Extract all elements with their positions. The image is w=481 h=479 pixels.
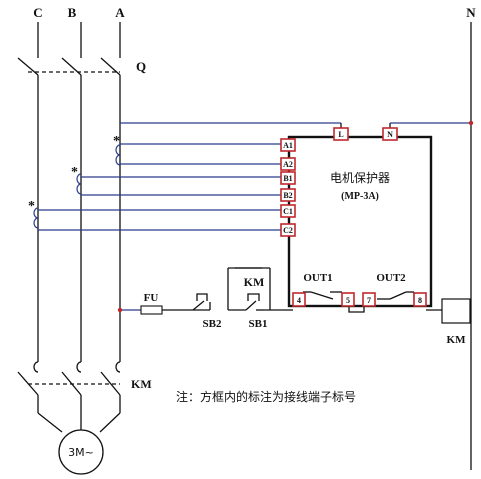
- terminal-c1-label: C1: [283, 207, 293, 216]
- motor: [58, 429, 104, 475]
- device-name: 电机保护器: [330, 171, 390, 185]
- ct-mark-a: *: [113, 134, 120, 149]
- stop-button-label: SB2: [203, 318, 222, 330]
- note-text: 注：方框内的标注为接线端子标号: [176, 389, 356, 404]
- terminal-n-label: N: [387, 130, 393, 139]
- terminal-l-label: L: [338, 130, 343, 139]
- terminal-c1: [280, 204, 296, 218]
- terminal-b1: [280, 171, 296, 185]
- terminal-a2: [280, 157, 296, 171]
- terminal-7: [362, 292, 376, 307]
- terminal-b2: [280, 188, 296, 202]
- terminal-c2-label: C2: [283, 226, 293, 235]
- terminal-4: [292, 292, 306, 307]
- terminal-7-label: 7: [367, 296, 371, 305]
- coil-label: KM: [447, 334, 467, 346]
- start-button-label: SB1: [249, 318, 268, 330]
- terminal-5: [341, 292, 355, 307]
- breaker-label: Q: [136, 59, 146, 74]
- holding-contact-label: KM: [244, 275, 265, 289]
- phase-n-label: N: [466, 5, 476, 20]
- ct-mark-c: *: [28, 199, 35, 214]
- ct-wires: [38, 143, 283, 231]
- fuse: [140, 305, 163, 315]
- terminal-a2-label: A2: [283, 160, 293, 169]
- km-main-contactor: [17, 361, 121, 433]
- fuse-label: FU: [144, 292, 159, 304]
- motor-label: 3M~: [68, 446, 94, 459]
- breaker-q: [17, 57, 121, 76]
- contactor-label: KM: [131, 377, 152, 391]
- terminal-b1-label: B1: [283, 174, 292, 183]
- terminal-c2: [280, 223, 296, 237]
- start-button-sb1: [247, 293, 264, 311]
- main-phase-lines: [37, 75, 121, 362]
- out1-label: OUT1: [303, 272, 332, 284]
- device-supply-wiring: [120, 122, 471, 128]
- phase-b-label: B: [68, 5, 77, 20]
- terminal-a1-label: A1: [283, 141, 293, 150]
- current-transformers: [33, 144, 121, 229]
- terminal-n: [382, 127, 398, 141]
- ct-mark-b: *: [71, 165, 78, 180]
- phase-c-label: C: [33, 5, 42, 20]
- terminal-8: [413, 292, 427, 307]
- terminal-4-label: 4: [297, 296, 301, 305]
- output-contacts: [303, 291, 415, 313]
- terminal-l: [333, 127, 349, 141]
- terminal-b2-label: B2: [283, 191, 292, 200]
- stop-button-sb2: [196, 293, 211, 310]
- terminal-8-label: 8: [418, 296, 422, 305]
- km-coil: [441, 298, 471, 324]
- junction-dot: [117, 307, 123, 313]
- terminal-5-label: 5: [346, 296, 350, 305]
- phase-a-label: A: [115, 5, 125, 20]
- motor-protector-box: [287, 135, 433, 308]
- out2-label: OUT2: [376, 272, 406, 284]
- junction-dot: [468, 120, 474, 126]
- terminal-a1: [280, 138, 296, 152]
- device-model: (MP-3A): [341, 191, 379, 202]
- supply-lines: [37, 22, 472, 470]
